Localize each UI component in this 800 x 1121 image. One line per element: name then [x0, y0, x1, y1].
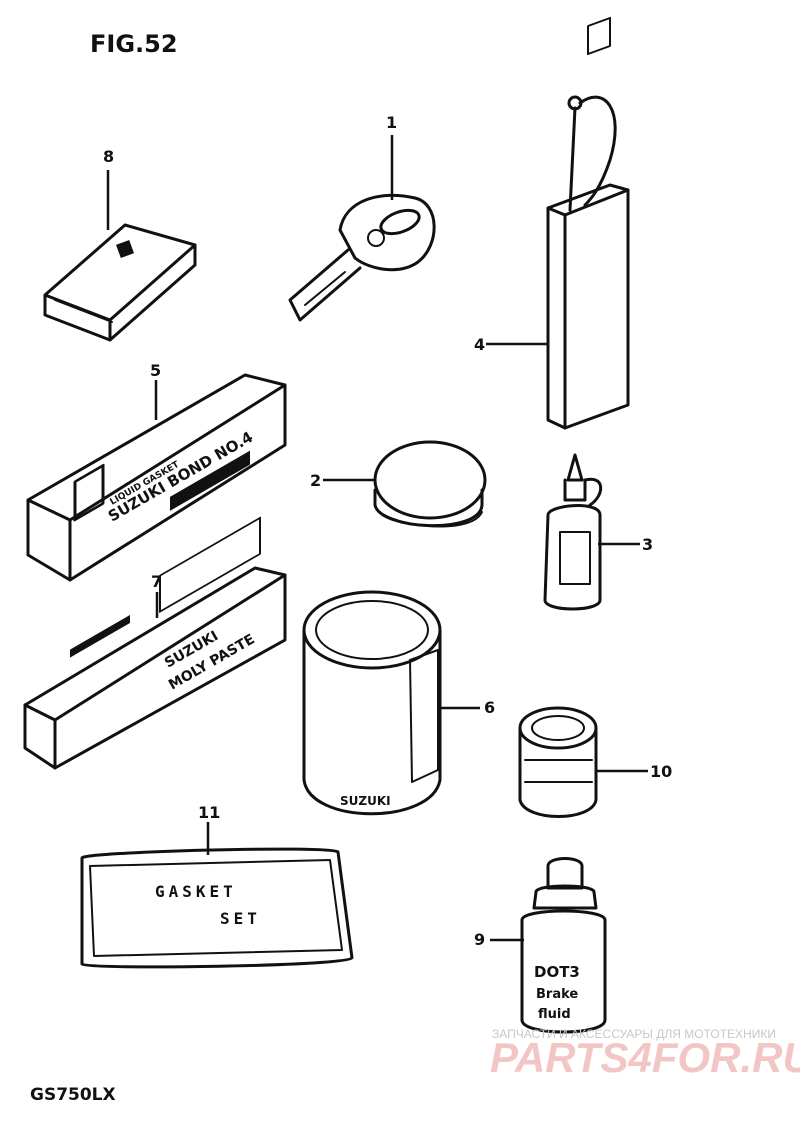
- figure-title: FIG.52: [90, 30, 178, 58]
- part-3-bottle: [543, 453, 603, 611]
- watermark-logo: PARTS4FOR.RU: [490, 1034, 800, 1081]
- brake-label-2: Brake: [536, 987, 578, 1002]
- can6-label: SUZUKI: [340, 794, 391, 808]
- callout-11: 11: [198, 803, 220, 822]
- part-10-small-can: [518, 706, 598, 818]
- callout-8: 8: [103, 147, 114, 166]
- watermark-caption: ЗАПЧАСТИ И АКСЕССУАРЫ ДЛЯ МОТОТЕХНИКИ: [492, 1027, 776, 1041]
- part-11-gasket-set: GASKET SET: [80, 847, 354, 969]
- part-8-box: [43, 223, 197, 342]
- part-2-tin: [373, 440, 487, 528]
- callout-4: 4: [474, 335, 485, 354]
- callout-6: 6: [484, 698, 495, 717]
- model-code: GS750LX: [30, 1085, 116, 1105]
- callout-1: 1: [386, 113, 397, 132]
- brake-label-3: fluid: [538, 1007, 571, 1022]
- part-6-can: SUZUKI: [302, 590, 442, 816]
- part-1-key: [288, 193, 436, 322]
- gasket-label-2: SET: [220, 909, 261, 928]
- callout-10: 10: [650, 762, 672, 781]
- part-9-brake-fluid: DOT3 Brake fluid: [520, 857, 607, 1034]
- callout-2: 2: [310, 471, 321, 490]
- part-4-oil-can: [546, 16, 630, 430]
- callout-9: 9: [474, 930, 485, 949]
- callout-5: 5: [150, 361, 161, 380]
- callout-7: 7: [151, 572, 162, 591]
- gasket-label-1: GASKET: [155, 882, 237, 901]
- callout-3: 3: [642, 535, 653, 554]
- brake-label-1: DOT3: [534, 963, 580, 981]
